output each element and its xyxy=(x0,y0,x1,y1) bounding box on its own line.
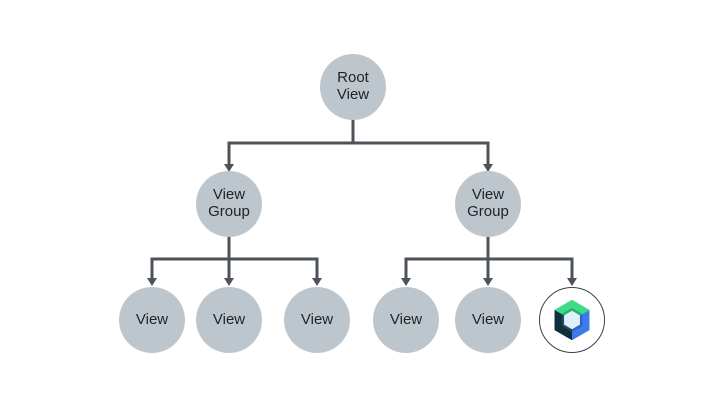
node-label: View xyxy=(300,310,334,328)
arrow-down-icon xyxy=(567,278,577,286)
arrow-down-icon xyxy=(401,278,411,286)
node-view-5: View xyxy=(455,287,521,353)
node-label: View xyxy=(471,310,505,328)
edge-root-to-groups xyxy=(224,119,493,172)
jetpack-compose-icon xyxy=(554,299,590,341)
node-label: View xyxy=(389,310,423,328)
arrow-down-icon xyxy=(224,164,234,172)
node-view-3: View xyxy=(284,287,350,353)
node-label: View Group xyxy=(208,186,250,220)
edge-left-group-to-views xyxy=(147,236,322,286)
node-label: View Group xyxy=(467,186,509,220)
node-compose xyxy=(539,287,605,353)
node-view-group-right: View Group xyxy=(455,171,521,237)
node-view-1: View xyxy=(119,287,185,353)
arrow-down-icon xyxy=(312,278,322,286)
edge-right-group-to-views xyxy=(401,236,577,286)
arrow-down-icon xyxy=(483,164,493,172)
arrow-down-icon xyxy=(224,278,234,286)
node-label: View xyxy=(135,310,169,328)
node-view-4: View xyxy=(373,287,439,353)
arrow-down-icon xyxy=(147,278,157,286)
node-root-view: Root View xyxy=(320,54,386,120)
arrow-down-icon xyxy=(483,278,493,286)
node-label: Root View xyxy=(336,69,370,103)
node-view-group-left: View Group xyxy=(196,171,262,237)
node-label: View xyxy=(212,310,246,328)
node-view-2: View xyxy=(196,287,262,353)
